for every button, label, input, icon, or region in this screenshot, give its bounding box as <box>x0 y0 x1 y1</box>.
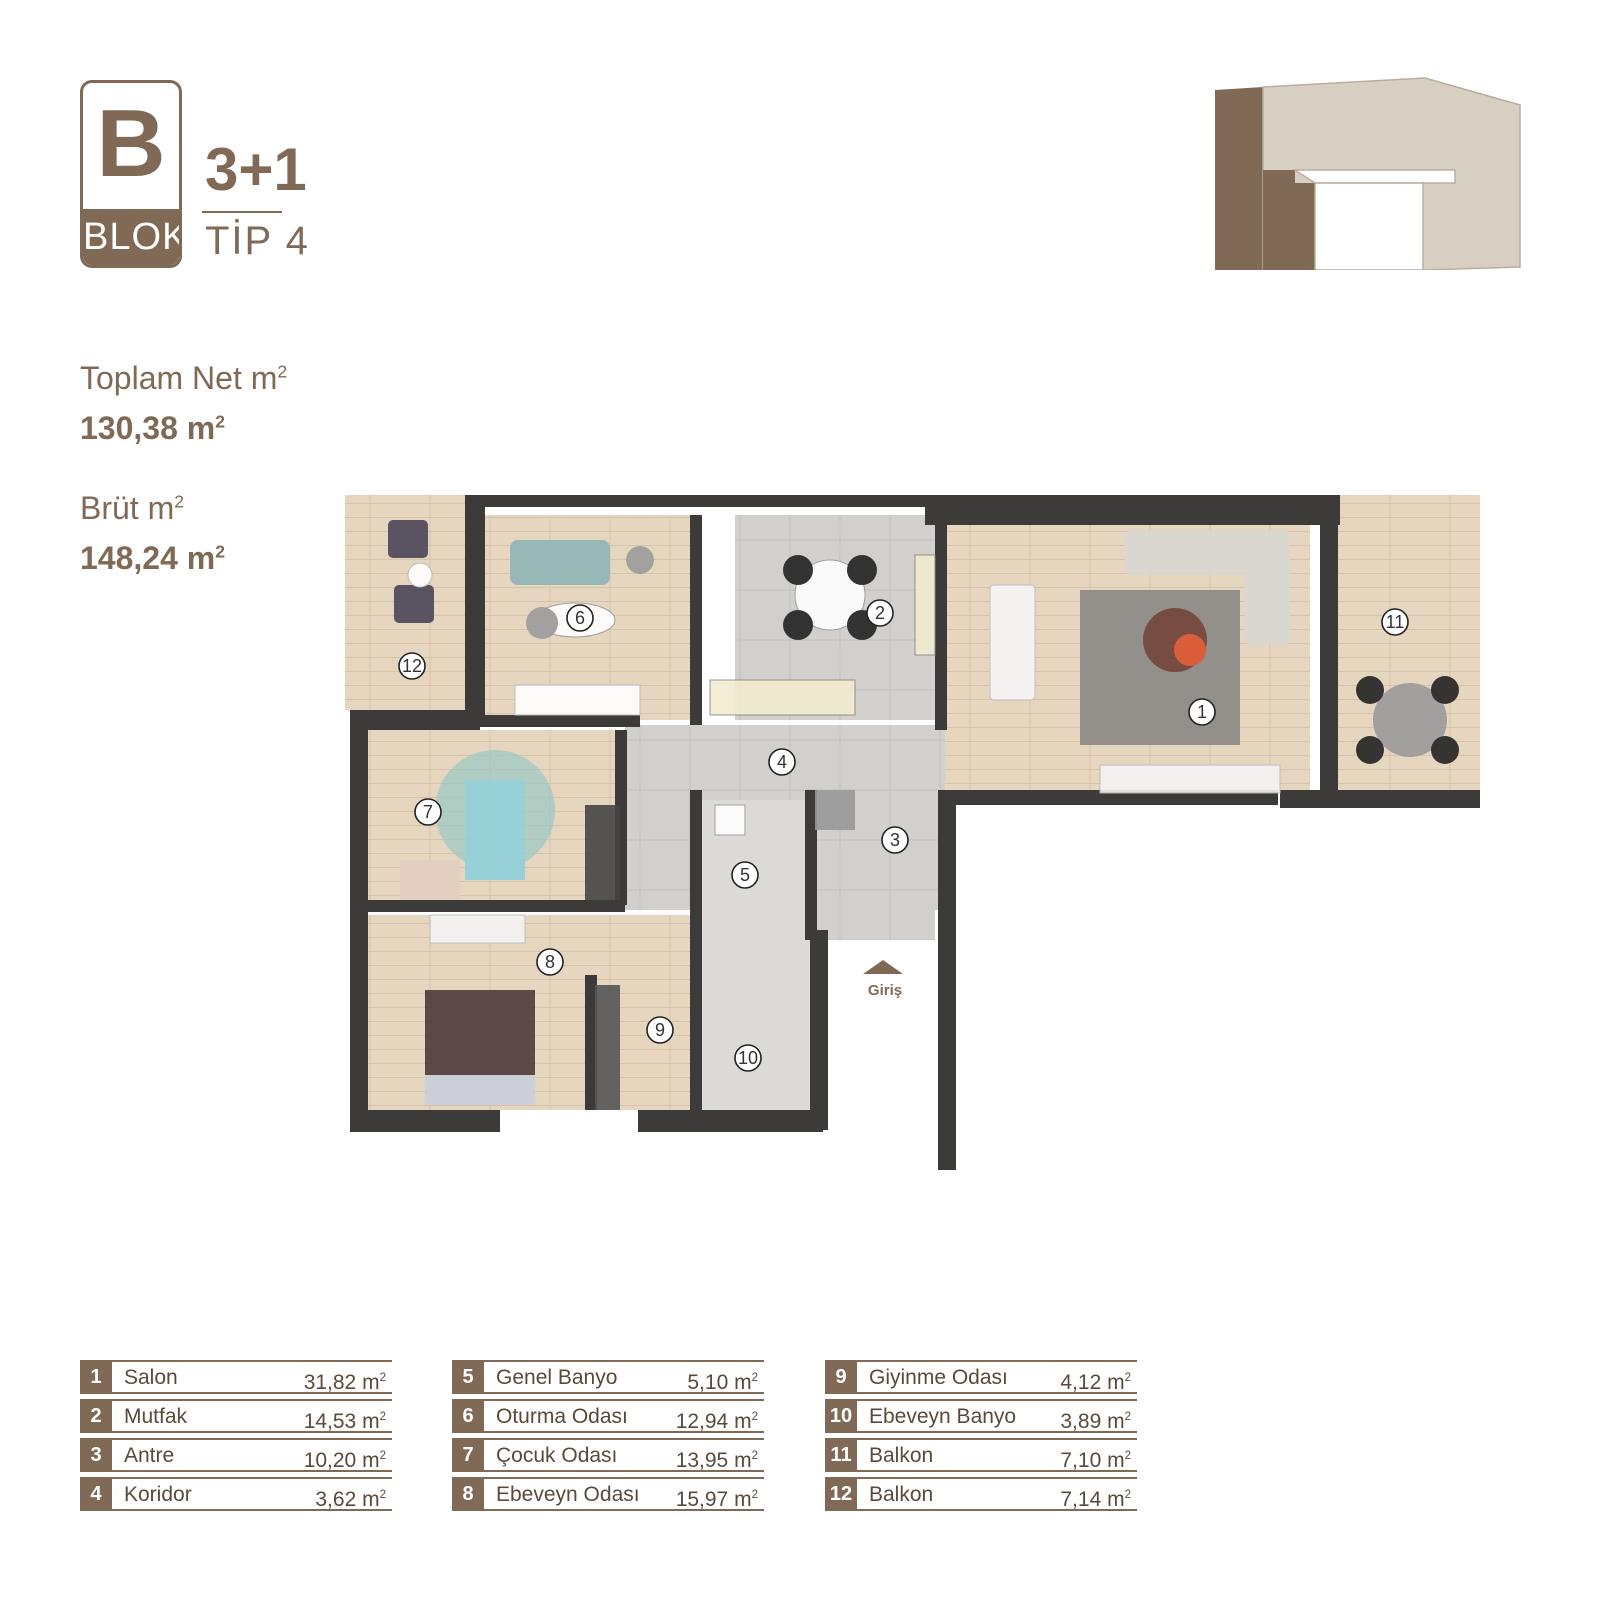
key-plan-highlight <box>1215 87 1263 270</box>
entrance-arrow-icon <box>863 960 903 974</box>
legend-room-name: Koridor <box>124 1483 192 1506</box>
legend-row: 9 Giyinme Odası 4,12 m2 <box>825 1360 1137 1394</box>
legend-room-area: 7,10 m2 <box>1060 1449 1131 1472</box>
legend-row: 1 Salon 31,82 m2 <box>80 1360 392 1394</box>
block-letter: B <box>96 90 166 197</box>
legend-room-area: 14,53 m2 <box>303 1410 386 1433</box>
room-marker-9: 9 <box>646 1016 674 1044</box>
legend-number: 5 <box>452 1360 484 1394</box>
legend-number: 10 <box>825 1399 857 1433</box>
legend-column: 5 Genel Banyo 5,10 m2 6 Oturma Odası 12,94 m2… <box>452 1360 764 1516</box>
gross-area-value: 148,24 m2 <box>80 540 226 576</box>
legend-room-area: 15,97 m2 <box>675 1488 758 1511</box>
svg-text:12: 12 <box>402 656 422 676</box>
block-label: BLOK <box>83 209 179 265</box>
unit-type-divider <box>202 211 282 213</box>
svg-text:5: 5 <box>740 865 750 885</box>
legend-room-name: Balkon <box>869 1444 934 1467</box>
room-marker-3: 3 <box>881 826 909 854</box>
legend-number: 2 <box>80 1399 112 1433</box>
legend-room-area: 3,62 m2 <box>315 1488 386 1511</box>
legend-room-area: 12,94 m2 <box>675 1410 758 1433</box>
svg-text:8: 8 <box>545 952 555 972</box>
legend-room-name: Ebeveyn Banyo <box>869 1405 1017 1428</box>
legend-number: 7 <box>452 1438 484 1472</box>
gross-area-label: Brüt m2 <box>80 490 185 526</box>
legend-room-name: Oturma Odası <box>496 1405 628 1428</box>
legend-room-area: 10,20 m2 <box>303 1449 386 1472</box>
room-marker-5: 5 <box>731 861 759 889</box>
svg-text:1: 1 <box>1197 702 1207 722</box>
legend-number: 1 <box>80 1360 112 1394</box>
room-marker-4: 4 <box>768 748 796 776</box>
legend-room-name: Salon <box>124 1366 178 1389</box>
legend-number: 6 <box>452 1399 484 1433</box>
legend-number: 12 <box>825 1477 857 1511</box>
legend-room-area: 13,95 m2 <box>675 1449 758 1472</box>
legend-room-name: Ebeveyn Odası <box>496 1483 640 1506</box>
legend-column: 9 Giyinme Odası 4,12 m2 10 Ebeveyn Banyo 3,89… <box>825 1360 1137 1516</box>
net-area-label: Toplam Net m2 <box>80 360 288 396</box>
svg-text:9: 9 <box>655 1020 665 1040</box>
legend-number: 9 <box>825 1360 857 1394</box>
legend-row: 2 Mutfak 14,53 m2 <box>80 1399 392 1433</box>
legend-row: 5 Genel Banyo 5,10 m2 <box>452 1360 764 1394</box>
legend-room-name: Genel Banyo <box>496 1366 618 1389</box>
room-marker-1: 1 <box>1188 698 1216 726</box>
legend-row: 4 Koridor 3,62 m2 <box>80 1477 392 1511</box>
legend-number: 3 <box>80 1438 112 1472</box>
entrance-label: Giriş <box>868 982 902 999</box>
svg-text:7: 7 <box>423 802 433 822</box>
room-marker-8: 8 <box>536 948 564 976</box>
svg-text:11: 11 <box>1386 612 1405 632</box>
room-marker-10: 10 <box>734 1044 762 1072</box>
legend-column: 1 Salon 31,82 m2 2 Mutfak 14,53 m2 3 Antre 10,20… <box>80 1360 392 1516</box>
room-marker-7: 7 <box>414 798 442 826</box>
legend-room-name: Çocuk Odası <box>496 1444 618 1467</box>
room-marker-2: 2 <box>866 599 894 627</box>
unit-type: 3+1 <box>205 136 307 203</box>
svg-text:2: 2 <box>875 603 885 623</box>
legend-room-area: 31,82 m2 <box>303 1371 386 1394</box>
furniture <box>388 520 1459 1110</box>
legend-number: 8 <box>452 1477 484 1511</box>
legend-room-name: Mutfak <box>124 1405 188 1428</box>
legend-row: 11 Balkon 7,10 m2 <box>825 1438 1137 1472</box>
net-area-value: 130,38 m2 <box>80 410 226 446</box>
legend-room-area: 7,14 m2 <box>1060 1488 1131 1511</box>
legend-row: 6 Oturma Odası 12,94 m2 <box>452 1399 764 1433</box>
legend-room-area: 3,89 m2 <box>1060 1410 1131 1433</box>
legend-row: 12 Balkon 7,14 m2 <box>825 1477 1137 1511</box>
block-badge: B BLOK <box>80 80 182 268</box>
legend-number: 11 <box>825 1438 857 1472</box>
svg-text:4: 4 <box>777 752 787 772</box>
legend-room-name: Balkon <box>869 1483 934 1506</box>
legend-room-name: Giyinme Odası <box>869 1366 1008 1389</box>
legend-row: 3 Antre 10,20 m2 <box>80 1438 392 1472</box>
legend-room-area: 5,10 m2 <box>687 1371 758 1394</box>
legend-row: 7 Çocuk Odası 13,95 m2 <box>452 1438 764 1472</box>
room-marker-12: 12 <box>398 652 426 680</box>
svg-text:6: 6 <box>575 608 585 628</box>
legend-row: 10 Ebeveyn Banyo 3,89 m2 <box>825 1399 1137 1433</box>
walls <box>350 495 1480 1170</box>
room-marker-11: 11 <box>1381 608 1409 636</box>
legend-room-name: Antre <box>124 1444 175 1467</box>
svg-text:10: 10 <box>738 1048 758 1068</box>
legend-number: 4 <box>80 1477 112 1511</box>
legend-row: 8 Ebeveyn Odası 15,97 m2 <box>452 1477 764 1511</box>
room-marker-6: 6 <box>566 604 594 632</box>
svg-text:3: 3 <box>890 830 900 850</box>
key-plan <box>1215 77 1521 270</box>
legend-room-area: 4,12 m2 <box>1060 1371 1131 1394</box>
unit-subtype: TİP 4 <box>205 219 310 263</box>
